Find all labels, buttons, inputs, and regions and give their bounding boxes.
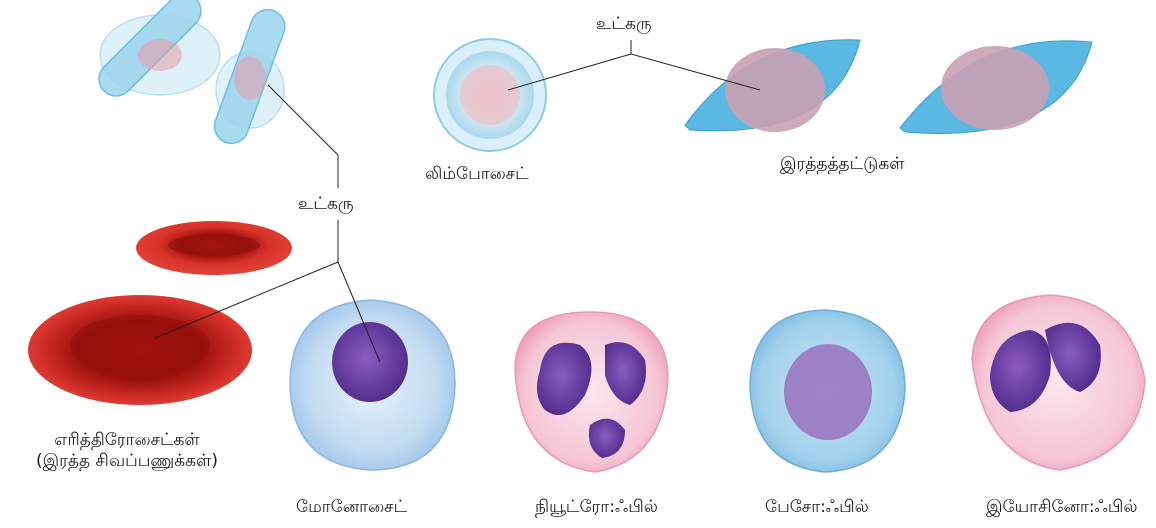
nucleus-label-top: உட்கரு — [596, 14, 652, 35]
nucleus-label-left: உட்கரு — [298, 194, 354, 215]
eosinophil-label: இயோசினோ:ஃபில் — [986, 497, 1138, 518]
neutrophil-cell — [515, 312, 668, 472]
erythrocytes-label-line1: எரித்திரோசைட்கள் — [8, 430, 246, 451]
platelet-1 — [685, 40, 860, 132]
platelets-label: இரத்தத்தட்டுகள் — [780, 154, 905, 175]
erythrocytes-label-line2: (இரத்த சிவப்பணுக்கள்) — [8, 451, 246, 472]
eosinophil-cell — [972, 295, 1145, 470]
top-left-cells — [92, 0, 290, 148]
platelet-2 — [900, 41, 1092, 134]
basophil-label: பேசோ:ஃபில் — [765, 497, 869, 518]
basophil-cell — [750, 310, 905, 472]
lymphocyte-label: லிம்போசைட் — [425, 164, 529, 185]
erythrocytes-label: எரித்திரோசைட்கள் (இரத்த சிவப்பணுக்கள்) — [8, 430, 246, 473]
neutrophil-label: நியூட்ரோ:ஃபில் — [535, 497, 658, 518]
monocyte-label: மோனோசைட் — [296, 497, 407, 518]
lymphocyte-cell — [434, 39, 546, 151]
monocyte-cell — [290, 300, 455, 470]
erythrocyte-small — [136, 221, 292, 275]
